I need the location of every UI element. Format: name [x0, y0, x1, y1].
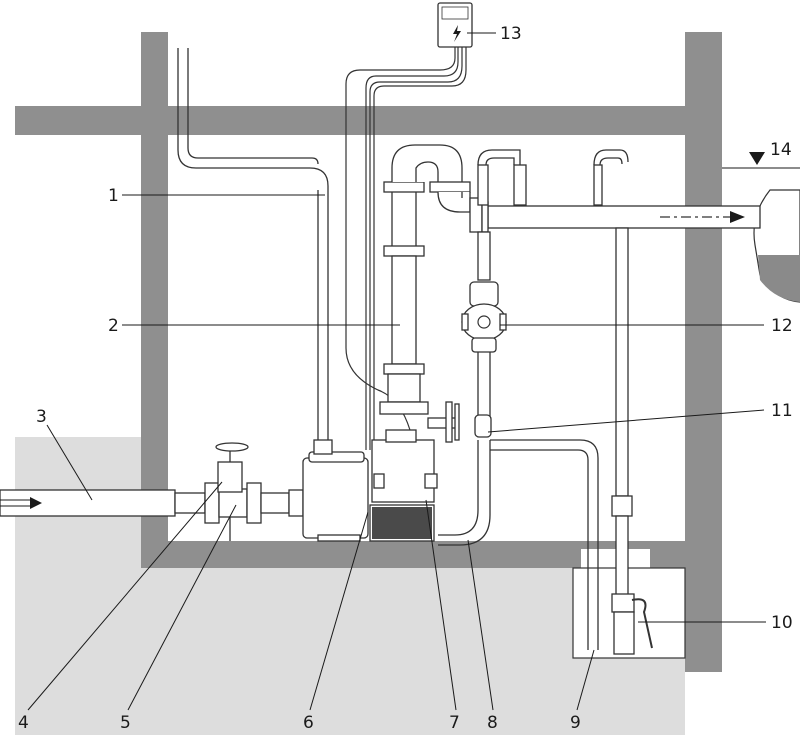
- triangle-down-icon: [749, 152, 765, 165]
- label-8: 8: [487, 713, 498, 733]
- receiving-channel: [722, 167, 800, 303]
- gate-valve: [215, 442, 249, 541]
- drainage-pump-line: [593, 149, 653, 655]
- lightning-bolt-icon: [453, 25, 461, 42]
- discharge-valve: [427, 401, 460, 443]
- control-box: [437, 2, 473, 48]
- label-7: 7: [449, 713, 460, 733]
- ground: [15, 437, 685, 735]
- callout-labels: 1 2 3 4 5 6 7 8 9 10 11 12 13 14: [18, 24, 793, 733]
- label-5: 5: [120, 713, 131, 733]
- label-14: 14: [770, 140, 792, 160]
- hand-pump-line: [438, 149, 599, 650]
- arrow-right-icon: [30, 497, 42, 509]
- label-4: 4: [18, 713, 29, 733]
- building-walls: [15, 32, 722, 672]
- discharge-pipe: [379, 144, 471, 415]
- inlet-flow-arrow: [0, 497, 42, 509]
- label-3: 3: [36, 407, 47, 427]
- label-10: 10: [771, 613, 793, 633]
- leader-lines: [27, 32, 766, 711]
- label-6: 6: [303, 713, 314, 733]
- label-13: 13: [500, 24, 522, 44]
- label-11: 11: [771, 401, 793, 421]
- vent-pipe: [177, 48, 333, 455]
- label-9: 9: [570, 713, 581, 733]
- pump-unit: [369, 429, 438, 542]
- inlet-pipe: [0, 482, 304, 524]
- label-12: 12: [771, 316, 793, 336]
- label-1: 1: [108, 186, 119, 206]
- label-2: 2: [108, 316, 119, 336]
- collection-tank: [302, 451, 369, 542]
